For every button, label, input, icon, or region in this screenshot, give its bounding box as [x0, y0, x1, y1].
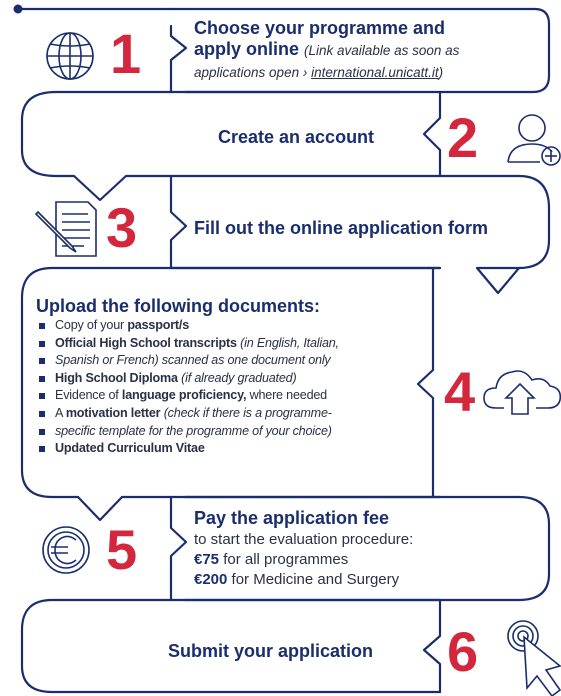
step-2-number: 2 — [447, 106, 479, 169]
step-6-number: 6 — [447, 620, 479, 683]
step-1-title: Choose your programme and apply online (… — [194, 18, 460, 59]
step-5-number: 5 — [106, 518, 138, 581]
application-link[interactable]: international.unicatt.it — [311, 65, 439, 80]
step-3-number: 3 — [106, 196, 138, 259]
document-pen-icon — [34, 201, 97, 257]
step-4-number: 4 — [444, 360, 476, 423]
step-1-note: applications open › international.unicat… — [194, 65, 444, 80]
user-add-icon — [507, 114, 561, 166]
list-item-continued: Spanish or French) scanned as one docume… — [36, 352, 436, 370]
step-6-title: Submit your application — [168, 641, 374, 661]
list-item: High School Diploma (if already graduate… — [36, 370, 436, 388]
target-cursor-icon — [507, 620, 561, 696]
step-5-title: Pay the application fee — [194, 508, 390, 528]
globe-icon — [46, 32, 94, 80]
list-item: A motivation letter (check if there is a… — [36, 405, 436, 423]
euro-coin-icon — [42, 526, 90, 574]
documents-list: Copy of your passport/s Official High Sc… — [36, 317, 436, 458]
list-item: Copy of your passport/s — [36, 317, 436, 335]
list-item: Updated Curriculum Vitae — [36, 440, 436, 458]
cloud-upload-icon — [483, 370, 561, 415]
step-3-title: Fill out the online application form — [194, 218, 488, 238]
step-4-title: Upload the following documents: — [36, 296, 320, 316]
step-5-details: to start the evaluation procedure: €75 f… — [194, 531, 414, 588]
list-item: Evidence of language proficiency, where … — [36, 387, 436, 405]
list-item-continued: specific template for the programme of y… — [36, 423, 436, 441]
step-2-title: Create an account — [218, 127, 375, 147]
list-item: Official High School transcripts (in Eng… — [36, 335, 436, 353]
step-1-number: 1 — [110, 22, 142, 85]
